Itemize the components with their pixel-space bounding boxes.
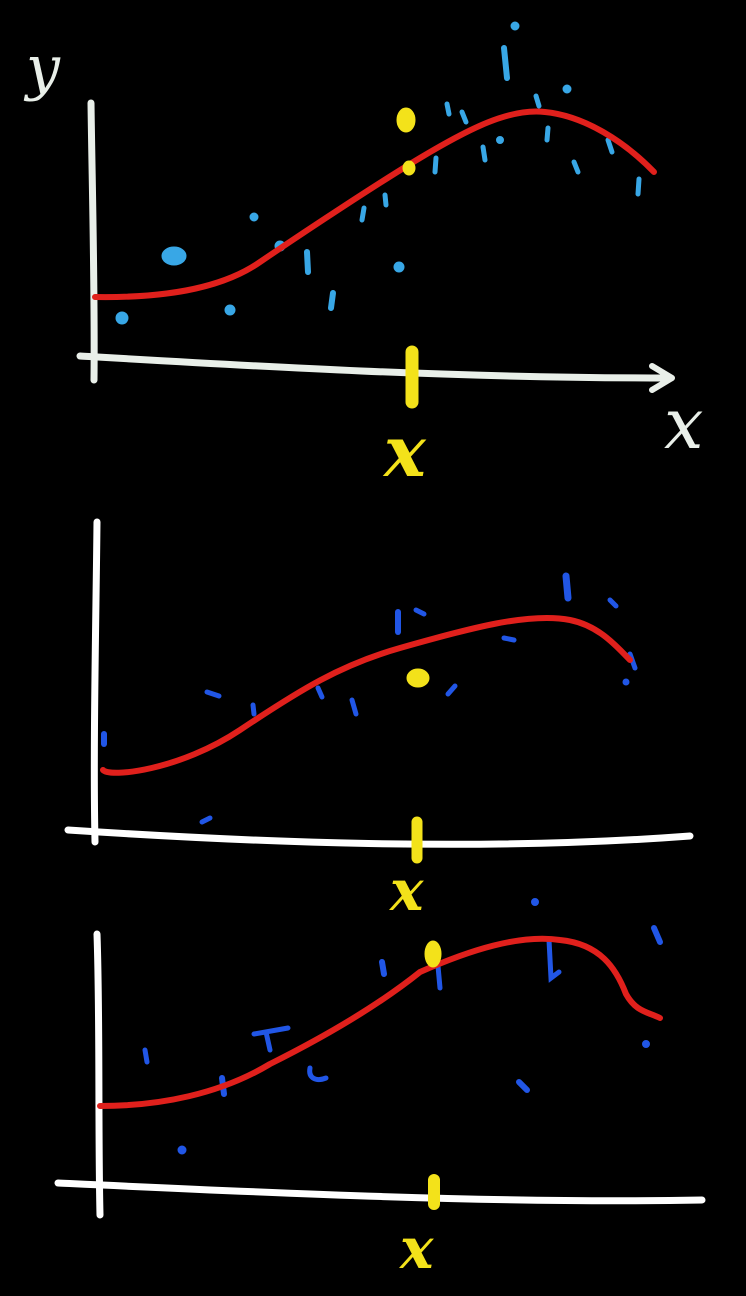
data-point [480, 144, 488, 163]
query-label-top: x [382, 410, 427, 493]
query-curve-point [402, 160, 416, 176]
data-point [501, 635, 517, 643]
query-marker-middle [406, 668, 430, 864]
data-point [432, 155, 439, 175]
data-point [161, 246, 187, 266]
data-point [635, 176, 642, 197]
data-point [444, 101, 452, 117]
panel-top: y x [23, 21, 703, 493]
y-axis-top [87, 99, 98, 384]
data-point [496, 136, 504, 144]
data-point [393, 261, 405, 273]
data-point [533, 93, 542, 109]
data-point [349, 697, 359, 717]
data-point [250, 702, 257, 717]
data-point [651, 925, 663, 945]
data-point [546, 937, 562, 983]
x-axis-top [76, 352, 672, 382]
x-axis-bottom [54, 1179, 706, 1205]
query-point [406, 668, 430, 688]
y-axis-bottom [93, 930, 104, 1219]
y-axis-middle [90, 518, 101, 846]
data-point [142, 1047, 150, 1065]
data-point [531, 898, 539, 906]
data-point [562, 84, 572, 94]
data-point [328, 290, 336, 311]
data-point [251, 1025, 291, 1053]
query-label-bottom: x [399, 1216, 434, 1282]
x-axis-label: x [664, 383, 703, 465]
data-point [516, 1079, 530, 1093]
data-point [544, 125, 551, 143]
data-point [249, 212, 259, 222]
query-marker-top [396, 107, 419, 409]
data-point [562, 572, 572, 602]
y-axis-label: y [23, 33, 61, 103]
data-point [605, 137, 615, 155]
panel-bottom: x [54, 898, 706, 1282]
data-point [510, 21, 520, 31]
panel-middle: x [64, 518, 694, 924]
data-point [622, 678, 630, 686]
fitted-curve-top [92, 108, 657, 301]
data-point [199, 815, 213, 825]
scatter-points-top [115, 21, 642, 325]
data-point [445, 683, 458, 697]
query-label-middle: x [389, 858, 424, 924]
data-point [204, 689, 222, 699]
x-axis-middle [64, 826, 694, 848]
data-point [382, 192, 389, 208]
data-point [413, 607, 427, 617]
data-point [115, 311, 129, 325]
query-point [424, 940, 442, 968]
x-axis-arrowhead [649, 363, 675, 393]
data-point [571, 159, 581, 175]
data-point [642, 1040, 650, 1048]
data-point [359, 205, 367, 223]
scatter-points-bottom [142, 898, 663, 1155]
data-point [304, 249, 311, 275]
data-point [307, 1065, 329, 1083]
query-point [396, 107, 416, 133]
data-point [607, 597, 619, 609]
data-point [224, 304, 236, 316]
scatter-points-middle [101, 572, 638, 825]
query-marker-bottom [424, 940, 442, 1210]
data-point [459, 109, 469, 125]
data-point [379, 959, 387, 977]
data-point [177, 1145, 187, 1155]
data-point [315, 685, 325, 700]
fitted-curve-middle [100, 614, 633, 776]
data-point [501, 45, 510, 81]
data-point [435, 963, 443, 991]
